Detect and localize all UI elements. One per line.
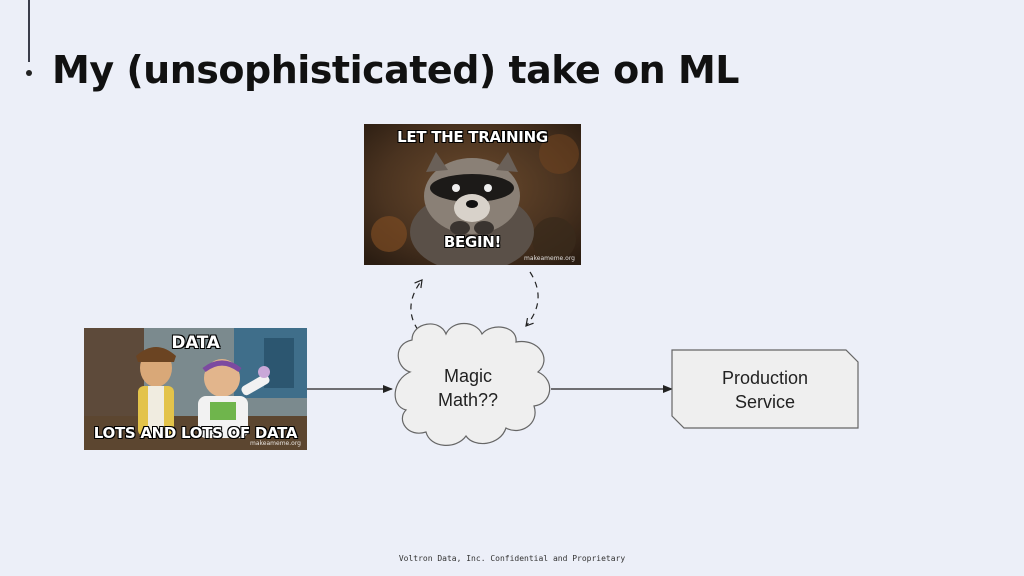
training-loop-arrow-up [410,279,423,331]
production-service-label: Production Service [676,366,854,414]
toystory-meme-bottom-text: LOTS AND LOTS OF DATA [93,424,298,442]
accent-line [28,0,30,62]
magic-math-label-line-1: Magic [443,366,492,386]
footer-confidential: Voltron Data, Inc. Confidential and Prop… [398,554,626,563]
training-loop-arrow-down [525,271,539,327]
raccoon-meme-bottom-text: BEGIN! [443,233,502,251]
accent-dot [26,70,32,76]
toystory-meme-top-text: DATA [171,333,220,353]
toystory-meme-image: DATA LOTS AND LOTS OF DATA makeameme.org [84,328,307,450]
production-service-label-line-2: Service [734,392,796,412]
production-service-shape [671,349,859,429]
raccoon-meme-watermark: makeameme.org [524,255,575,262]
raccoon-meme-image: LET THE TRAINING BEGIN! makeameme.org [364,124,581,265]
magic-math-cloud-shape [394,322,551,446]
raccoon-meme-top-text: LET THE TRAINING [397,128,548,146]
magic-math-label-line-2: Math?? [437,390,499,410]
magic-math-label: Magic Math?? [416,364,520,412]
slide-title: My (unsophisticated) take on ML [52,48,739,92]
production-service-label-line-1: Production [721,368,809,388]
toystory-meme-watermark: makeameme.org [250,440,301,447]
